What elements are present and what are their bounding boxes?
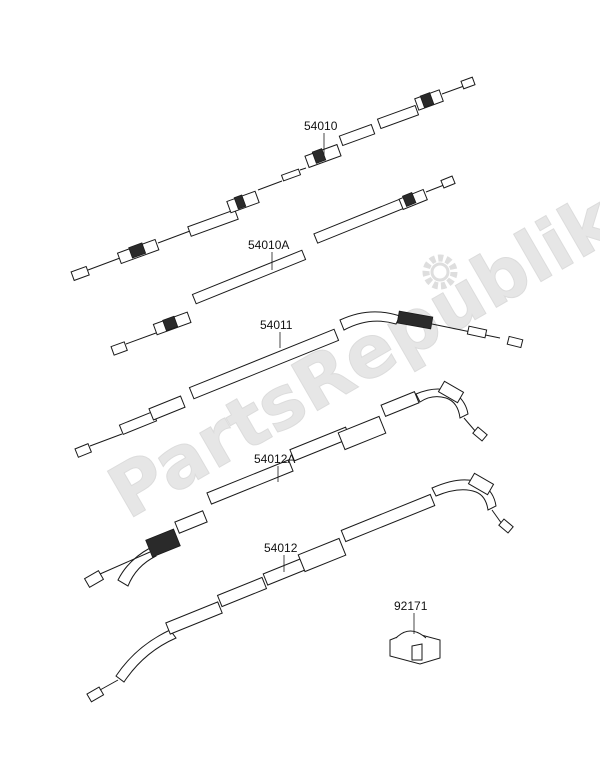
part-label-54012: 54012 <box>264 541 298 555</box>
cable-54011[interactable] <box>74 310 524 458</box>
part-labels: 54010 54010A 54011 54012A 54012 92171 <box>248 119 428 613</box>
cable-54012A[interactable] <box>83 380 488 589</box>
clamp-92171[interactable] <box>389 630 441 665</box>
part-label-54010A: 54010A <box>248 238 289 252</box>
cable-54010A[interactable] <box>110 175 456 356</box>
gear-icon <box>422 254 458 290</box>
part-label-54011: 54011 <box>260 318 293 332</box>
cable-54010[interactable] <box>70 76 476 282</box>
leader-lines <box>271 133 415 634</box>
cable-54012[interactable] <box>86 472 514 703</box>
part-label-54012A: 54012A <box>254 452 295 466</box>
part-label-92171: 92171 <box>394 599 428 613</box>
part-label-54010: 54010 <box>304 119 338 133</box>
